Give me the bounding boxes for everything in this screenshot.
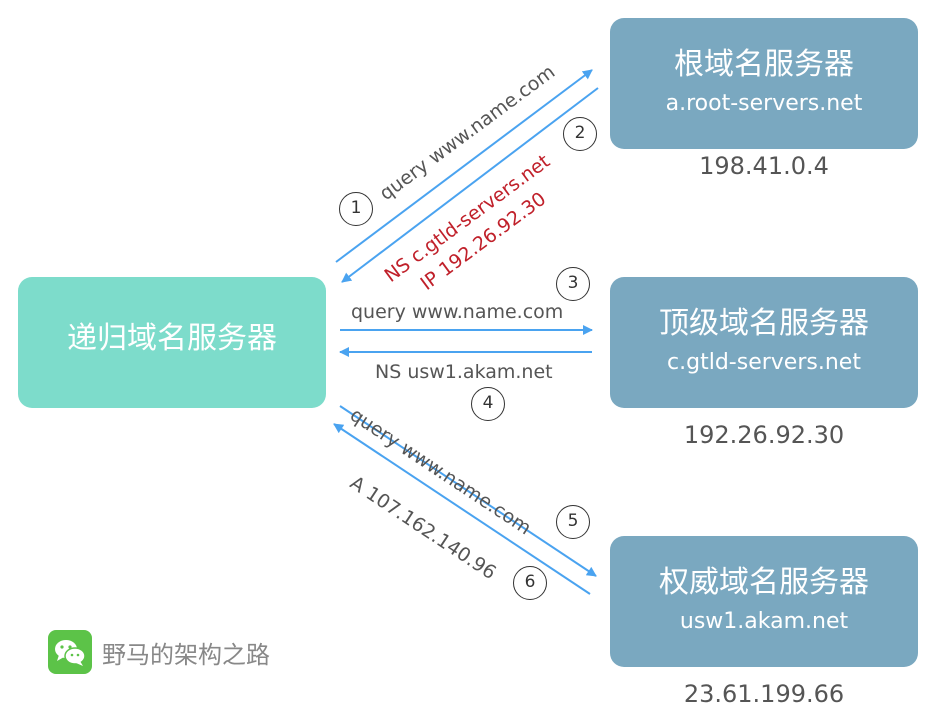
brand-name: 野马的架构之路 [102,640,270,669]
auth-server-host: usw1.akam.net [679,609,849,634]
root-server-title: 根域名服务器 [674,47,854,82]
arrow-2-response-root [341,87,599,283]
root-server-box: 根域名服务器 a.root-servers.net [610,18,918,149]
tld-server-host: c.gtld-servers.net [667,350,861,375]
arrow-5-query-auth [339,405,597,577]
step-2-badge: 2 [563,117,597,151]
message-3-label: query www.name.com [351,301,564,323]
wechat-icon [48,630,92,674]
auth-server-ip: 23.61.199.66 [683,680,845,708]
root-server-host: a.root-servers.net [665,91,863,116]
brand-watermark: 野马的架构之路 [48,630,270,674]
step-1-badge: 1 [339,192,373,226]
step-4-badge: 4 [471,387,505,421]
step-5-badge: 5 [556,505,590,539]
step-6-badge: 6 [513,566,547,600]
recursive-server-box: 递归域名服务器 [18,277,326,408]
root-server-ip: 198.41.0.4 [699,152,829,180]
recursive-server-title: 递归域名服务器 [67,321,277,356]
arrow-6-response-auth [333,423,591,595]
auth-server-title: 权威域名服务器 [659,565,869,600]
tld-server-box: 顶级域名服务器 c.gtld-servers.net [610,277,918,408]
arrow-1-query-root [335,69,593,263]
tld-server-title: 顶级域名服务器 [659,306,869,341]
message-4-label: NS usw1.akam.net [375,361,553,383]
tld-server-ip: 192.26.92.30 [683,421,845,449]
step-3-badge: 3 [556,267,590,301]
auth-server-box: 权威域名服务器 usw1.akam.net [610,536,918,667]
